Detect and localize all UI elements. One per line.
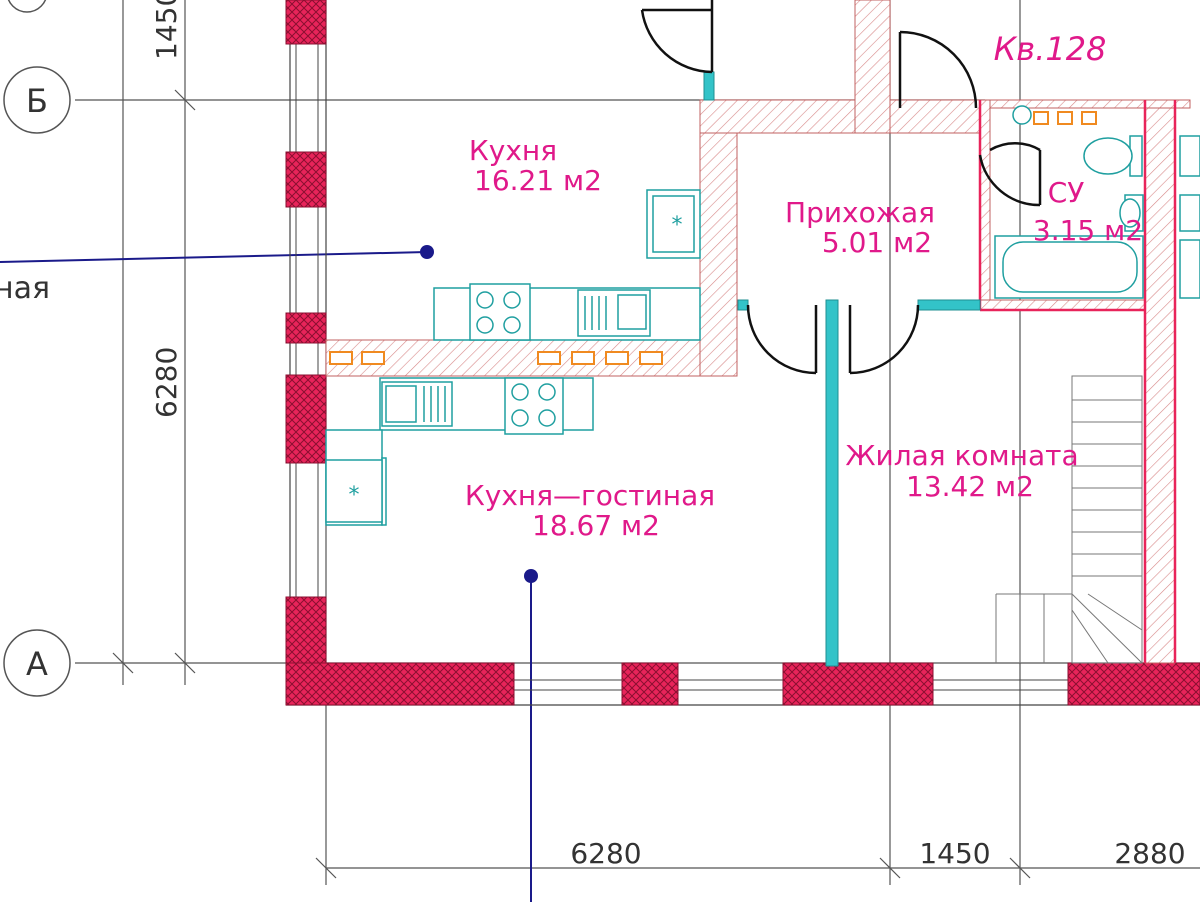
hatched-walls: [325, 0, 1191, 664]
partitions: [703, 71, 981, 667]
room-kitchen-living-name: Кухня—гостиная: [465, 479, 715, 512]
room-hallway-name: Прихожая: [785, 196, 935, 229]
room-kitchen-area: 16.21 м2: [474, 164, 602, 197]
axis-bubble-top: [7, 0, 47, 13]
room-bathroom-area: 3.15 м2: [1033, 214, 1143, 247]
leader-dot-kitchen: [420, 245, 434, 259]
bottom-outer-wall: [285, 662, 1200, 706]
dim-bottom-2: 1450: [919, 837, 990, 870]
dim-vertical-top: 1450: [150, 0, 183, 60]
dim-bottom-3: 2880: [1114, 837, 1185, 870]
left-outer-wall: [285, 0, 327, 706]
apartment-label: Кв.128: [994, 30, 1107, 68]
leader-dot-kitchen-living: [524, 569, 538, 583]
fridge-icon: *: [672, 213, 683, 238]
svg-text:Б: Б: [26, 82, 48, 120]
left-label-fragment: ная: [0, 271, 50, 306]
doors: [640, 0, 1042, 375]
room-kitchen-name: Кухня: [469, 134, 557, 167]
kitchen-fixtures-upper: [433, 189, 701, 341]
room-living-name: Жилая комната: [845, 439, 1078, 472]
room-hallway-area: 5.01 м2: [822, 226, 932, 259]
axis-bubble-a: А: [3, 629, 71, 697]
room-living-area: 13.42 м2: [906, 470, 1034, 503]
dim-bottom-1: 6280: [570, 837, 641, 870]
room-bathroom-name: СУ: [1048, 176, 1085, 209]
kitchen-living-fixtures: [325, 377, 594, 526]
red-wall-outlines: [978, 100, 1177, 663]
vent-blocks: [329, 111, 1097, 365]
leader-lines: [0, 251, 532, 902]
room-kitchen-living-area: 18.67 м2: [532, 509, 660, 542]
dim-vertical-main: 6280: [150, 347, 183, 418]
fridge-icon-2: *: [349, 483, 360, 508]
staircase: [995, 375, 1143, 664]
svg-text:А: А: [26, 645, 48, 683]
axis-bubble-b: Б: [3, 66, 71, 134]
bathroom-fixtures: [994, 105, 1200, 299]
